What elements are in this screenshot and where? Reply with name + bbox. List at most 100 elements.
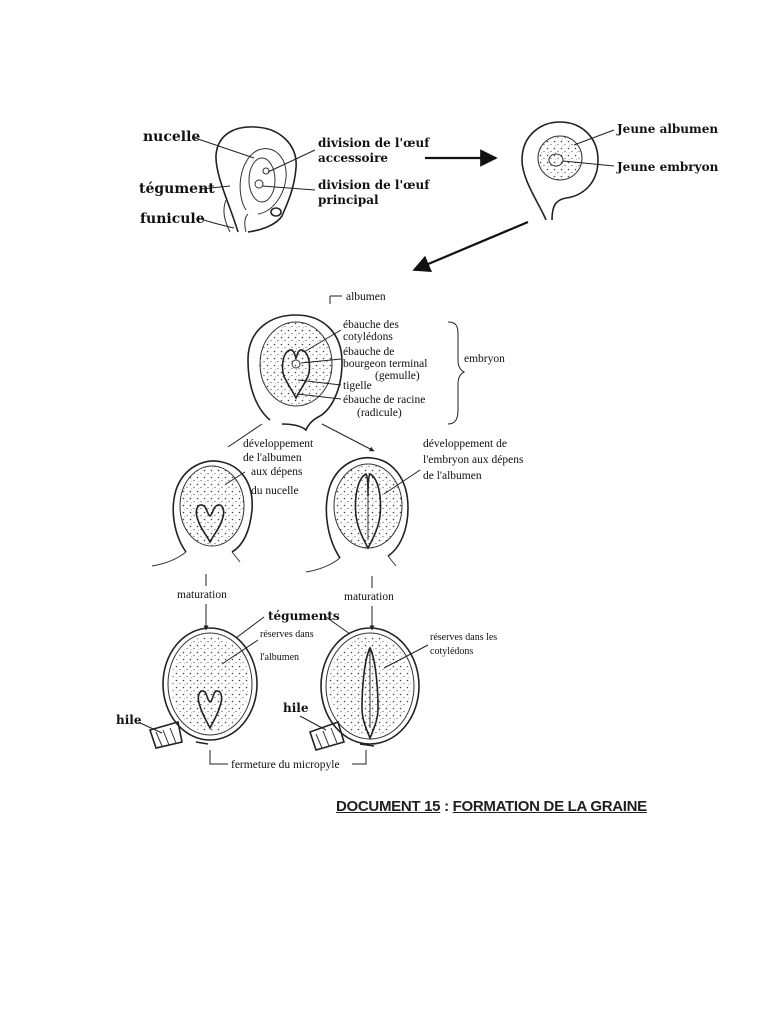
label-fermeture-micropyle: fermeture du micropyle (231, 759, 340, 771)
document-caption: DOCUMENT 15 : FORMATION DE LA GRAINE (336, 798, 647, 815)
leader-teguments-left (235, 616, 265, 639)
ovule-outline (215, 126, 297, 233)
ovule-stage3 (247, 314, 343, 432)
leader-tigelle (297, 379, 342, 386)
leader-reserves-cotyledons (383, 644, 429, 669)
young-albumen-outline (537, 135, 583, 181)
label-ebauche-racine: ébauche de racine (343, 394, 425, 406)
seed4r-funicle (305, 555, 397, 573)
branch-line-left (227, 423, 263, 448)
leader-cotyledons (303, 329, 342, 353)
seed5l-embryo (197, 690, 223, 730)
funicle-shape (223, 199, 249, 233)
label-jeune-albumen: Jeune albumen (616, 122, 718, 136)
bracket-fermeture-micropyle (209, 750, 367, 765)
young-embryo (548, 153, 564, 167)
caption-document-number: DOCUMENT 15 (336, 798, 441, 815)
ovule-stage1 (215, 126, 297, 233)
brace-embryon (447, 321, 466, 425)
label-ebauche-cotyledons-1: ébauche des (343, 319, 399, 331)
leader-teguments-right (325, 616, 351, 635)
leader-dev-embryon (383, 469, 421, 495)
seed-albumen-development (151, 460, 253, 567)
label-tigelle: tigelle (343, 380, 372, 392)
leader-racine (296, 393, 342, 400)
micropyle (270, 207, 282, 217)
seed4l-albumen (180, 466, 244, 546)
label-funicule: funicule (140, 211, 205, 227)
label-tegument: tégument (139, 181, 215, 197)
label-division-accessoire-2: accessoire (318, 151, 388, 165)
bourgeon-terminal (291, 359, 301, 369)
label-hile-left: hile (116, 713, 142, 727)
seed5r-micropyle-closure (359, 743, 375, 747)
label-reserves-cotyledons-2: cotylédons (430, 646, 473, 657)
seed5l-hilum (148, 720, 183, 749)
label-dev-embryon-3: de l'albumen (423, 470, 482, 482)
mature-seed-cotyledons (308, 627, 420, 751)
label-maturation-right: maturation (344, 591, 394, 603)
leader-nucelle (194, 137, 255, 159)
label-dev-albumen-2: de l'albumen (243, 452, 302, 464)
label-albumen: albumen (346, 291, 386, 303)
seed5r-testa-outer (320, 627, 420, 745)
label-dev-embryon-1: développement de (423, 438, 507, 450)
label-teguments: téguments (268, 609, 340, 623)
label-dev-albumen-3: aux dépens (251, 466, 303, 478)
ovule2-outline (521, 121, 599, 221)
young-albumen (538, 136, 582, 180)
label-dev-albumen-1: développement (243, 438, 314, 450)
seed-embryo-development (305, 456, 409, 573)
label-radicule: (radicule) (357, 407, 402, 419)
leader-bourgeon (300, 358, 342, 364)
leader-dev-albumen (225, 471, 246, 485)
leader-hile-right (299, 715, 327, 731)
seed5r-hilum (308, 720, 345, 751)
accessory-nucleus (262, 167, 270, 175)
seed5l-micropyle-closure (195, 741, 209, 745)
ovule-stage2 (521, 121, 599, 221)
label-ebauche-cotyledons-2: cotylédons (343, 331, 393, 343)
leader-funicule (197, 217, 235, 229)
seed4l-embryo (195, 504, 225, 544)
seed5l-hilum-hatch (155, 727, 177, 747)
leader-hile-left (137, 721, 163, 734)
label-maturation-left: maturation (177, 589, 227, 601)
leader-division-accessoire (267, 149, 316, 173)
leader-division-principal (261, 185, 316, 191)
mature-seed-albumen (148, 627, 258, 749)
egg-cell (254, 179, 264, 189)
label-gemmule: (gemulle) (375, 370, 420, 382)
seed5r-embryo-axis (361, 646, 379, 741)
caption-title: FORMATION DE LA GRAINE (452, 798, 648, 815)
nucelle-shape (239, 148, 287, 215)
seed5r-hilum-hatch (315, 727, 338, 749)
seed4l-albumen-outline (179, 465, 245, 547)
caption-separator: : (440, 798, 453, 815)
albumen-outline (259, 321, 333, 407)
leader-jeune-albumen (573, 129, 615, 146)
label-ebauche-bourgeon-2: bourgeon terminal (343, 358, 427, 370)
arrow-stage2-to-stage3 (412, 220, 529, 272)
brace-albumen (329, 295, 342, 304)
albumen-region (260, 322, 332, 406)
label-reserves-cotyledons-1: réserves dans les (430, 632, 497, 643)
label-reserves-albumen-1: réserves dans (260, 629, 314, 640)
embryo-heart (281, 349, 311, 400)
label-division-accessoire-1: division de l'œuf (318, 136, 430, 150)
label-reserves-albumen-2: l'albumen (260, 652, 299, 663)
seed4r-outline (325, 456, 409, 559)
embryo-sac (248, 157, 276, 203)
seed5l-testa-outer (162, 627, 258, 741)
ovule3-outline (247, 314, 343, 432)
seed5l-albumen (171, 636, 249, 732)
leader-tegument (200, 185, 231, 190)
label-dev-embryon-2: l'embryon aux dépens (423, 454, 524, 466)
label-dev-albumen-4: du nucelle (251, 485, 299, 497)
label-division-principal-2: principal (318, 193, 379, 207)
label-ebauche-bourgeon-1: ébauche de (343, 346, 394, 358)
label-jeune-embryon: Jeune embryon (616, 160, 719, 174)
seed4l-outline (172, 460, 253, 553)
